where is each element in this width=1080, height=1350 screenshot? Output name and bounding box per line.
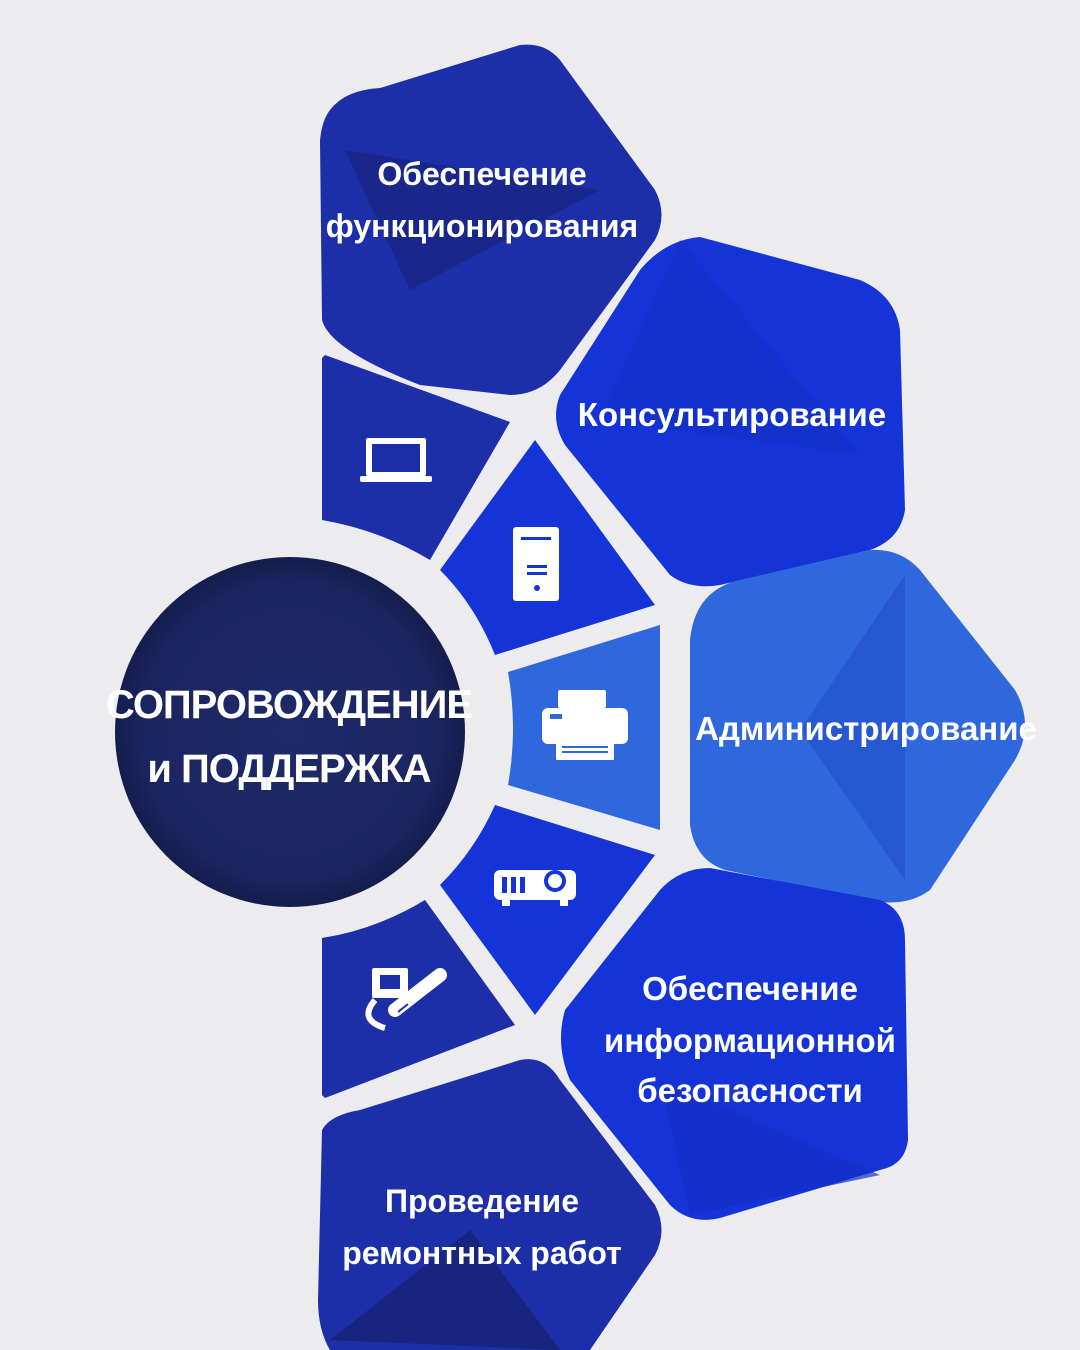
laptop-icon <box>360 438 432 482</box>
pc-tower-icon <box>513 527 559 601</box>
printer-icon <box>542 690 628 760</box>
service-administration[interactable]: Администрирование <box>690 549 1037 903</box>
network-cable-icon <box>365 968 447 1031</box>
service-functioning[interactable]: Обеспечение функционирования <box>320 44 662 395</box>
center-title-line1: СОПРОВОЖДЕНИЕ <box>106 683 472 727</box>
segment-laptop[interactable] <box>322 355 510 560</box>
segment-network[interactable] <box>322 900 515 1098</box>
service-info-security-line2: информационной <box>604 1022 896 1059</box>
service-repairs-line2: ремонтных работ <box>342 1235 622 1271</box>
service-functioning-line1: Обеспечение <box>377 156 586 192</box>
segment-projector[interactable] <box>440 805 655 1015</box>
service-administration-line1: Администрирование <box>695 710 1037 747</box>
service-consulting-line1: Консультирование <box>578 396 886 433</box>
center-title-line2: и ПОДДЕРЖКА <box>147 747 430 791</box>
projector-icon <box>494 870 576 906</box>
service-info-security-line1: Обеспечение <box>642 970 858 1007</box>
service-functioning-line2: функционирования <box>326 208 638 244</box>
segment-pc[interactable] <box>440 440 655 655</box>
service-repairs[interactable]: Проведение ремонтных работ <box>318 1059 662 1350</box>
segment-printer[interactable] <box>508 625 660 830</box>
service-repairs-line1: Проведение <box>385 1183 579 1219</box>
service-info-security-line3: безопасности <box>637 1072 863 1109</box>
center-node: СОПРОВОЖДЕНИЕ и ПОДДЕРЖКА <box>106 557 473 907</box>
service-consulting[interactable]: Консультирование <box>556 237 905 587</box>
service-info-security[interactable]: Обеспечение информационной безопасности <box>561 868 908 1220</box>
